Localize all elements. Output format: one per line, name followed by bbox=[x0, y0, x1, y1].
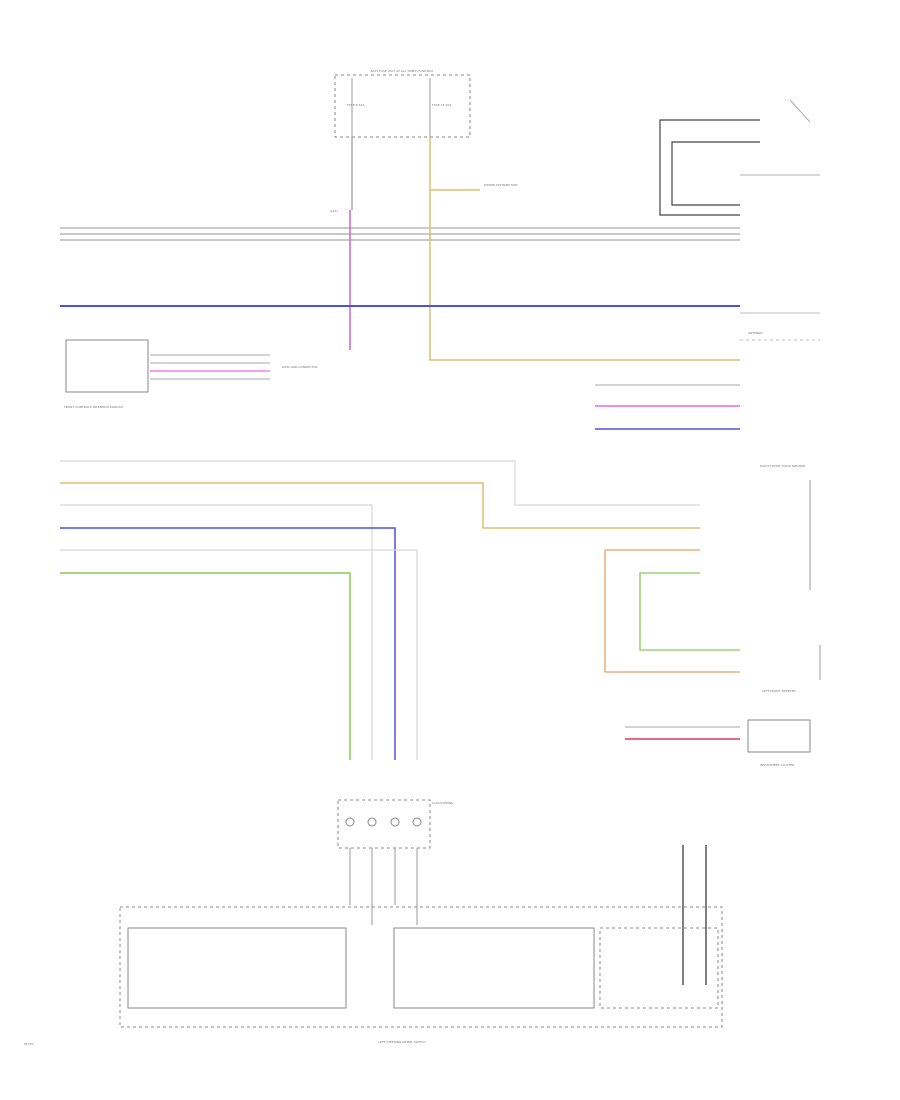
antenna-wire: ANTENNA bbox=[60, 305, 820, 341]
page-code: 6F730 bbox=[24, 1042, 33, 1046]
instrument-cluster: INSTRUMENT CLUSTER bbox=[625, 719, 811, 767]
steering-wheel-switch: LEFT STEERING WHEEL SWITCH bbox=[119, 906, 723, 1044]
bottom-right-feeds bbox=[682, 845, 707, 985]
top-right-switch bbox=[659, 99, 820, 216]
fuse-b-label: FUSE 14 10A bbox=[432, 103, 452, 107]
fuse-output-wires: POWER DISTRIBUTION G201 bbox=[330, 137, 518, 213]
clockspring-label: CLOCKSPRING bbox=[432, 801, 454, 805]
power-dist-label: POWER DISTRIBUTION bbox=[484, 183, 518, 187]
top-bus bbox=[60, 227, 740, 241]
right-data-link bbox=[595, 384, 740, 430]
speaker-area: RIGHT FRONT DOOR SPEAKER LEFT FRONT TWEE… bbox=[604, 464, 821, 693]
ground-label: G201 bbox=[330, 209, 338, 213]
front-speaker-label: RIGHT FRONT DOOR SPEAKER bbox=[760, 464, 805, 468]
left-switch-label: LEFT STEERING WHEEL SWITCH bbox=[378, 1040, 425, 1044]
antenna-label: ANTENNA bbox=[748, 331, 764, 335]
front-controls-module: FRONT CONTROLS INTERFACE MODULE DATA LIN… bbox=[64, 339, 318, 409]
instrument-label: INSTRUMENT CLUSTER bbox=[760, 763, 794, 767]
fuse-a-label: FUSE 8 10A bbox=[347, 103, 365, 107]
tweeter-label: LEFT FRONT TWEETER bbox=[762, 689, 796, 693]
data-link-label: DATA LINK CONNECTOR bbox=[282, 365, 318, 369]
clockspring: CLOCKSPRING bbox=[337, 799, 454, 925]
front-controls-label: FRONT CONTROLS INTERFACE MODULE bbox=[64, 405, 123, 409]
fuse-box-label: BATT FUSE (HOT AT ALL TIMES) FUSE BOX bbox=[371, 69, 434, 73]
fuse-box: BATT FUSE (HOT AT ALL TIMES) FUSE BOX FU… bbox=[334, 69, 471, 138]
mid-wires bbox=[60, 460, 700, 760]
